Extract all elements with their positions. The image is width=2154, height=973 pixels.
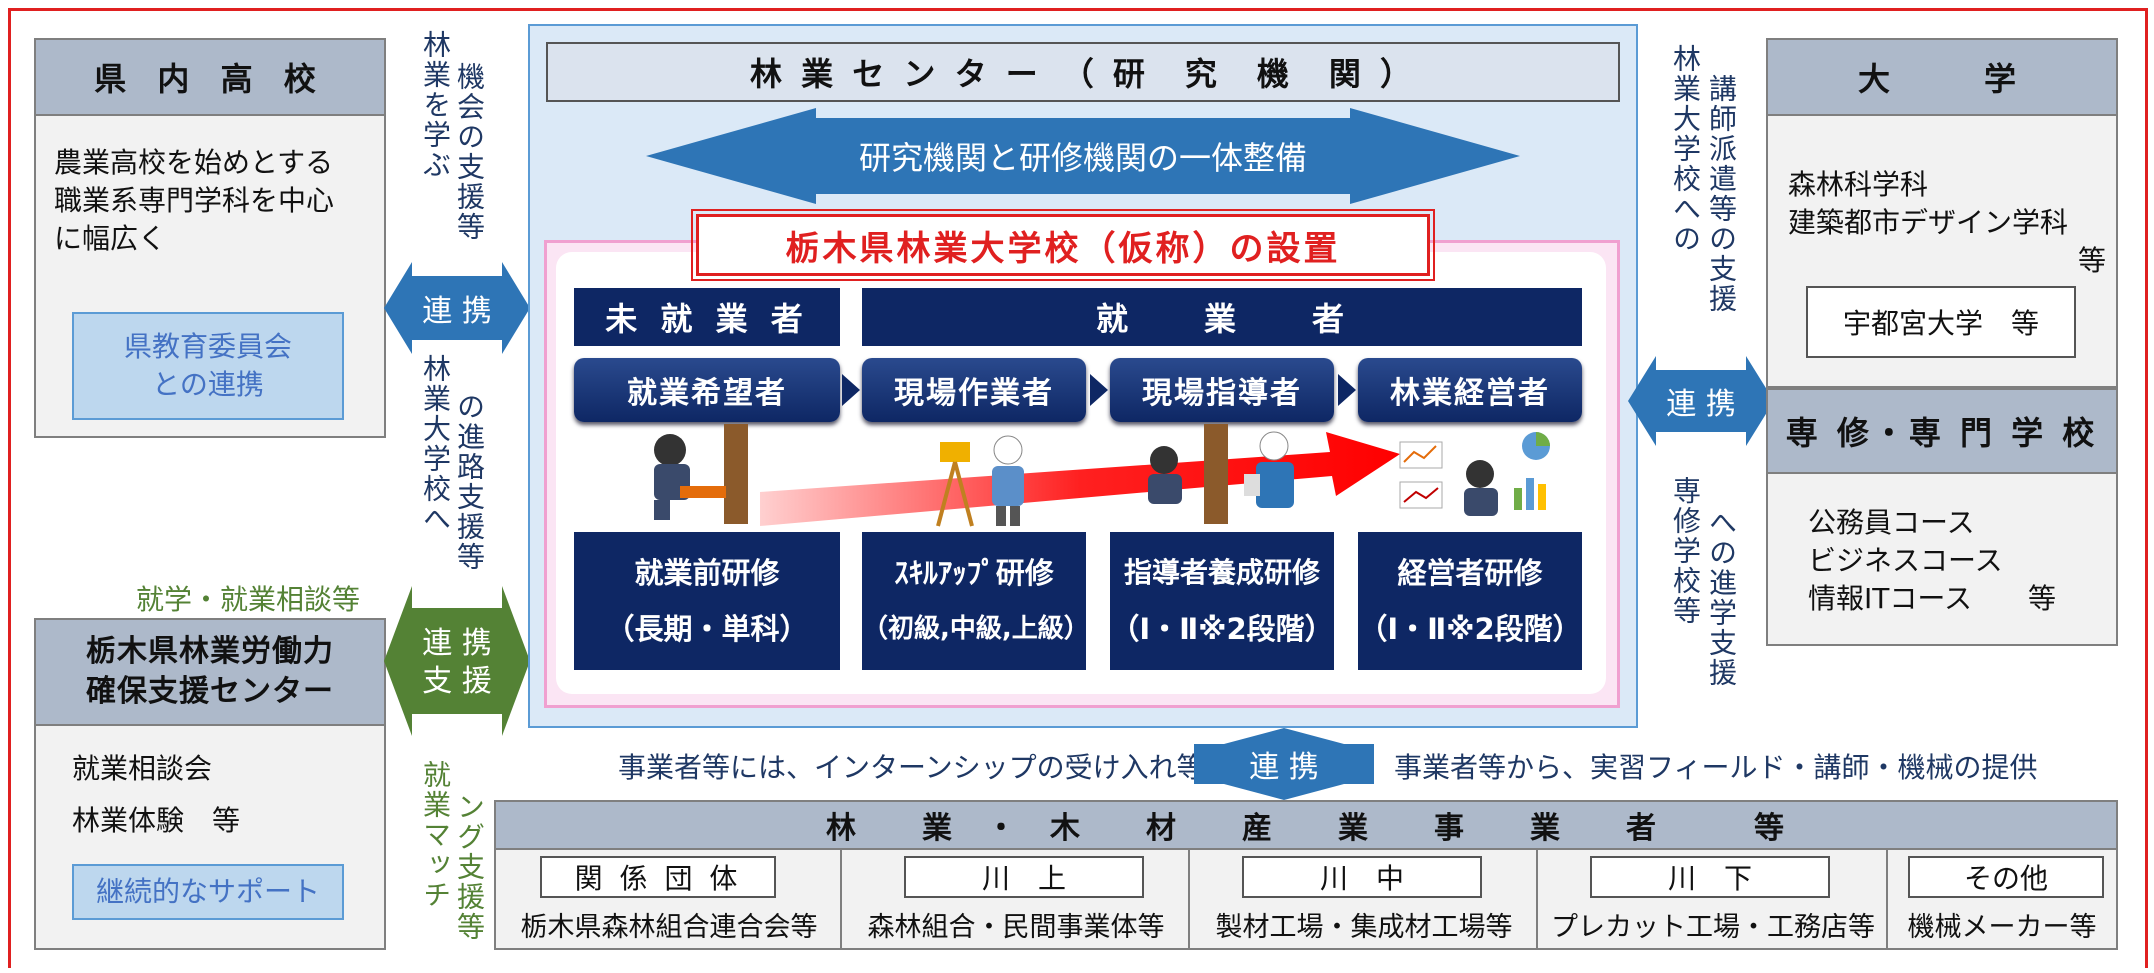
- col-body: 森林組合・民間事業体等: [867, 911, 1165, 943]
- col-head: その他: [1908, 856, 2104, 898]
- internship-text: 事業者等には、インターンシップの受け入れ等: [618, 751, 1205, 784]
- unemployed-header: 未 就 業 者: [574, 288, 840, 346]
- panel-title: 大 学: [1768, 40, 2116, 116]
- panel-body-line2: 林業体験 等: [72, 804, 241, 837]
- stage-job-seeker: 就業希望者: [574, 358, 840, 422]
- stage-chevron-icon: [1090, 374, 1108, 406]
- bottom-cooperation-arrow: [1194, 728, 1374, 800]
- training-manager: 経営者研修 （Ⅰ・Ⅱ※2段階）: [1358, 532, 1582, 670]
- left-cooperation-arrow: [384, 262, 530, 354]
- training-skill-up: ｽｷﾙｱｯﾌﾟ研修 （初級,中級,上級）: [862, 532, 1090, 670]
- col-body: プレカット工場・工務店等: [1551, 911, 1875, 943]
- training-detail: （長期・単科）: [605, 612, 809, 646]
- stage-chevron-icon: [1338, 374, 1356, 406]
- workforce-support-center-panel: 栃木県林業労働力 確保支援センター 就業相談会 林業体験 等 継続的なサポート: [34, 618, 386, 950]
- left-label-bottom-col2: ング支援等: [453, 792, 486, 942]
- col-body: 製材工場・集成材工場等: [1215, 911, 1513, 943]
- left-arrow-label: 連 携: [422, 294, 492, 329]
- industry-col-midstream: 川 中 製材工場・集成材工場等: [1190, 848, 1538, 948]
- chainsaw-worker-icon: [654, 424, 748, 524]
- outer-frame: [8, 8, 2148, 968]
- right-label-bottom-col2: への進学支援: [1705, 508, 1738, 688]
- panel-title: 専 修・専 門 学 校: [1768, 390, 2116, 474]
- instructor-icon: [1148, 424, 1294, 524]
- training-detail: （Ⅰ・Ⅱ※2段階）: [1358, 612, 1582, 646]
- right-cooperation-arrow: [1628, 356, 1774, 446]
- college-title: 栃木県林業大学校（仮称）の設置: [691, 209, 1435, 281]
- training-name: 経営者研修: [1397, 556, 1543, 590]
- industry-col-others: その他 機械メーカー等: [1888, 848, 2116, 948]
- right-label-bottom-col1: 専修学校等: [1669, 476, 1702, 626]
- board-of-education-box: 県教育委員会 との連携: [72, 312, 344, 420]
- training-name: ｽｷﾙｱｯﾌﾟ研修: [894, 556, 1054, 590]
- left-label-mid-col2: の進路支援等: [453, 392, 486, 572]
- col-head: 川 上: [904, 856, 1144, 898]
- field-provision-text: 事業者等から、実習フィールド・講師・機械の提供: [1394, 751, 2038, 784]
- university-panel: 大 学 森林科学科 建築都市デザイン学科 等 宇都宮大学 等: [1766, 38, 2118, 388]
- training-detail: （初級,中級,上級）: [862, 614, 1090, 644]
- forestry-center-title: 林 業 セ ン タ ー （ 研 究 機 関 ）: [546, 42, 1620, 102]
- left-support-arrow-label: 連 携 支 援: [422, 626, 492, 699]
- consultation-caption: 就学・就業相談等: [136, 583, 361, 616]
- panel-suffix: 等: [2078, 244, 2107, 277]
- left-label-top-col1: 林業を学ぶ: [419, 30, 452, 180]
- integration-banner-label: 研究機関と研修機関の一体整備: [858, 139, 1307, 177]
- industry-col-upstream: 川 上 森林組合・民間事業体等: [842, 848, 1190, 948]
- training-name: 就業前研修: [634, 556, 780, 590]
- industry-col-downstream: 川 下 プレカット工場・工務店等: [1538, 848, 1888, 948]
- integration-banner-arrow: [646, 108, 1520, 204]
- left-label-top-col2: 機会の支援等: [453, 62, 486, 242]
- panel-title: 林 業 ・ 木 材 産 業 事 業 者 等: [496, 802, 2116, 850]
- industry-col-related-orgs: 関 係 団 体 栃木県森林組合連合会等: [496, 848, 842, 948]
- col-head: 関 係 団 体: [540, 856, 776, 898]
- career-growth-arrow: [760, 432, 1400, 526]
- stage-field-worker: 現場作業者: [862, 358, 1086, 422]
- vocational-schools-panel: 専 修・専 門 学 校 公務員コース ビジネスコース 情報ITコース 等: [1766, 388, 2118, 646]
- prefectural-high-schools-panel: 県 内 高 校 農業高校を始めとする 職業系専門学科を中心 に幅広く 県教育委員…: [34, 38, 386, 438]
- col-body: 機械メーカー等: [1907, 911, 2097, 943]
- panel-body: 森林科学科 建築都市デザイン学科: [1788, 168, 2069, 239]
- col-head: 川 中: [1242, 856, 1482, 898]
- panel-body-line1: 就業相談会: [72, 752, 213, 785]
- panel-title: 栃木県林業労働力 確保支援センター: [36, 620, 384, 726]
- continuous-support-box: 継続的なサポート: [72, 864, 344, 920]
- stage-forestry-manager: 林業経営者: [1358, 358, 1582, 422]
- left-support-arrow: [384, 586, 530, 736]
- training-name: 指導者養成研修: [1123, 556, 1320, 589]
- training-pre-employment: 就業前研修 （長期・単科）: [574, 532, 840, 670]
- panel-title: 県 内 高 校: [36, 40, 384, 116]
- panel-body: 公務員コース ビジネスコース 情報ITコース 等: [1808, 506, 2056, 615]
- bottom-arrow-label: 連 携: [1249, 750, 1319, 785]
- left-label-bottom-col1: 就業マッチ: [419, 760, 452, 910]
- panel-body: 農業高校を始めとする 職業系専門学科を中心 に幅広く: [54, 146, 335, 255]
- training-leader: 指導者養成研修 （Ⅰ・Ⅱ※2段階）: [1110, 532, 1334, 670]
- right-label-top-col2: 講師派遣等の支援: [1705, 74, 1738, 314]
- col-body: 栃木県森林組合連合会等: [520, 911, 818, 943]
- stage-chevron-icon: [842, 374, 860, 406]
- right-label-top-col1: 林業大学校への: [1669, 44, 1702, 254]
- employed-header: 就 業 者: [862, 288, 1582, 346]
- training-detail: （Ⅰ・Ⅱ※2段階）: [1110, 612, 1334, 646]
- utsunomiya-university-box: 宇都宮大学 等: [1806, 286, 2076, 358]
- surveyor-icon: [936, 435, 1024, 527]
- col-head: 川 下: [1590, 856, 1830, 898]
- left-label-mid-col1: 林業大学校へ: [419, 354, 452, 534]
- right-arrow-label: 連 携: [1666, 387, 1736, 422]
- manager-charts-icon: [1399, 432, 1550, 516]
- stage-field-leader: 現場指導者: [1110, 358, 1334, 422]
